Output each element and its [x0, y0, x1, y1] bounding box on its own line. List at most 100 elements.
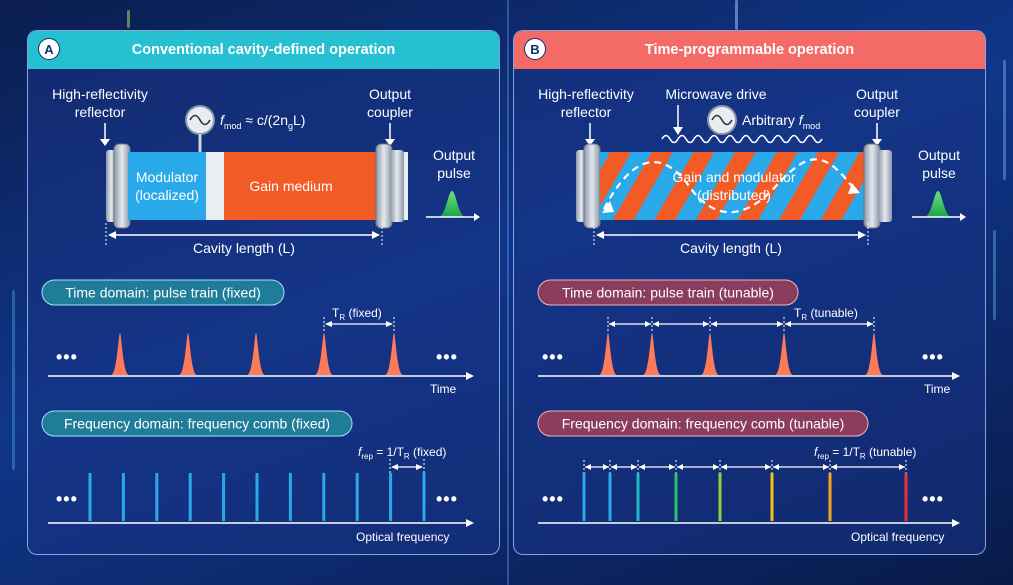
reflector-arrowhead	[100, 139, 110, 146]
left-reflector	[583, 143, 601, 229]
reflector-label-line1: High-reflectivity	[52, 86, 148, 102]
time-pulse	[111, 333, 129, 375]
panel-b-diagram: High-reflectivity reflector Microwave dr…	[537, 86, 966, 544]
frequency-comb	[582, 473, 908, 521]
reflector-label-line2: reflector	[561, 104, 612, 120]
tr-arrow-left	[325, 321, 332, 327]
output-pulse-label-line1: Output	[918, 147, 960, 163]
output-pulse-icon	[924, 191, 952, 217]
time-spacing-arrow-left	[711, 321, 717, 327]
reflector-arrowhead	[585, 139, 595, 146]
panel-time-programmable: B Time-programmable operation High-refle…	[513, 30, 986, 555]
time-pulse	[385, 333, 403, 375]
time-domain-pill	[41, 279, 285, 306]
time-axis-label: Time	[924, 382, 951, 396]
output-pulse-icon	[438, 191, 466, 217]
comb-spacing-arrow-left	[677, 464, 683, 470]
panel-conventional: A Conventional cavity-defined operation …	[27, 30, 500, 555]
comb-spacing-arrow-left	[639, 464, 645, 470]
time-pulse	[247, 333, 265, 375]
comb-spacing-arrow-right	[603, 464, 609, 470]
comb-spacing-arrows	[583, 460, 907, 474]
time-axis-arrowhead	[952, 372, 960, 380]
freq-axis-label: Optical frequency	[356, 530, 449, 544]
sine-wave-icon	[711, 114, 733, 126]
output-coupler	[863, 143, 881, 229]
comb-spacing-arrow-right	[899, 464, 905, 470]
arbitrary-fmod-label: Arbitrary fmod	[742, 112, 820, 131]
cavity-arrow-left	[596, 231, 604, 239]
modulator-label-line1: Modulator	[136, 169, 199, 185]
gain-modulator-label-line1: Gain and modulator	[673, 169, 796, 185]
freq-ellipsis-right: •••	[922, 489, 944, 509]
frep-label: frep = 1/TR (tunable)	[814, 445, 916, 461]
output-coupler-cap	[878, 150, 892, 222]
reflector-label-line1: High-reflectivity	[538, 86, 634, 102]
time-spacing-arrow-right	[703, 321, 709, 327]
frequency-comb	[88, 473, 426, 521]
comb-spacing-arrow-right	[713, 464, 719, 470]
cavity-arrow-right	[372, 231, 380, 239]
gain-label: Gain medium	[249, 178, 332, 194]
freq-axis-arrowhead	[952, 519, 960, 527]
freq-domain-pill-text: Frequency domain: frequency comb (tunabl…	[562, 416, 844, 432]
time-domain-pill-text: Time domain: pulse train (tunable)	[562, 285, 774, 301]
frep-arrow-right	[416, 464, 423, 470]
panel-a-header: A Conventional cavity-defined operation	[28, 31, 499, 69]
frep-label: frep = 1/TR (fixed)	[358, 445, 446, 461]
output-coupler-label-line1: Output	[369, 86, 411, 102]
output-pulse-label-line2: pulse	[922, 165, 956, 181]
freq-ellipsis-left: •••	[56, 489, 78, 509]
left-reflector	[113, 143, 131, 229]
output-coupler	[375, 143, 393, 229]
time-ellipsis-left: •••	[542, 347, 564, 367]
microwave-arrowhead	[673, 127, 683, 135]
output-pulse-label-line2: pulse	[437, 165, 471, 181]
time-spacing-arrow-right	[777, 321, 783, 327]
output-coupler-label-line1: Output	[856, 86, 898, 102]
time-pulse-train	[599, 333, 883, 375]
freq-ellipsis-left: •••	[542, 489, 564, 509]
time-spacing-arrow-right	[867, 321, 873, 327]
time-pulse	[643, 333, 661, 375]
panel-b-header: B Time-programmable operation	[514, 31, 985, 69]
background-streak	[735, 0, 738, 30]
fmod-label: fmod ≈ c/(2ngL)	[220, 112, 305, 131]
microwave-drive-label: Microwave drive	[665, 86, 766, 102]
background-streak	[993, 230, 996, 320]
cavity-length-label: Cavity length (L)	[680, 240, 782, 256]
background-streak	[507, 0, 509, 585]
time-spacing-arrows	[607, 317, 875, 331]
panel-b-badge: B	[524, 38, 546, 60]
pulse-path-arrowhead-left	[602, 201, 614, 213]
output-pulse-arrowhead	[474, 213, 480, 221]
time-spacing-arrow-left	[785, 321, 791, 327]
coupler-arrowhead	[872, 139, 882, 146]
freq-domain-pill	[41, 410, 353, 437]
gain-section	[224, 152, 376, 220]
background-streak	[127, 10, 130, 28]
freq-domain-pill	[537, 410, 869, 437]
comb-spacing-arrow-left	[585, 464, 591, 470]
reflector-label-line2: reflector	[75, 104, 126, 120]
time-axis-label: Time	[430, 382, 457, 396]
time-pulse	[775, 333, 793, 375]
modulator-label-line2: (localized)	[135, 187, 199, 203]
panel-a-title: Conventional cavity-defined operation	[131, 42, 396, 58]
comb-spacing-arrow-left	[773, 464, 779, 470]
tr-label: TR (tunable)	[794, 306, 858, 322]
comb-spacing-arrow-right	[765, 464, 771, 470]
freq-domain-pill-text: Frequency domain: frequency comb (fixed)	[64, 416, 330, 432]
output-coupler-label-line2: coupler	[367, 104, 413, 120]
coupler-arrowhead	[385, 139, 395, 146]
time-spacing-arrow-left	[653, 321, 659, 327]
panel-a-diagram: High-reflectivity reflector Output coupl…	[41, 86, 480, 544]
time-domain-pill	[537, 279, 799, 306]
cavity-arrow-right	[858, 231, 866, 239]
output-pulse-arrowhead	[960, 213, 966, 221]
output-pulse-label-line1: Output	[433, 147, 475, 163]
time-ellipsis-right: •••	[436, 347, 458, 367]
time-axis-arrowhead	[466, 372, 474, 380]
comb-spacing-arrow-left	[831, 464, 837, 470]
tr-label: TR (fixed)	[332, 306, 382, 322]
